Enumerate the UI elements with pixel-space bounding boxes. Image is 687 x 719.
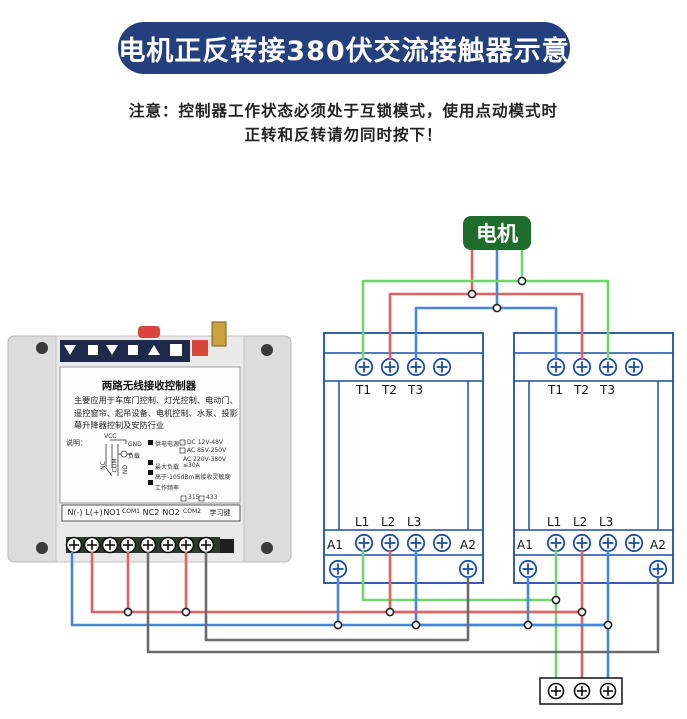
wire-red-motor-2 [472, 292, 584, 360]
c1-t1-label: T1 [356, 383, 371, 397]
c2-l2-label: L2 [573, 515, 588, 529]
controller-title: 两路无线接收控制器 [101, 380, 197, 392]
power-option-1: DC 12V-48V [187, 439, 224, 446]
terminal-label-nc2: NC2 [142, 508, 160, 517]
c2-t2-label: T2 [574, 383, 589, 397]
stop-button-icon [128, 345, 138, 355]
explain-label: 说明： [66, 439, 87, 447]
c1-a1-label: A1 [327, 538, 343, 552]
controller-terminal-block [65, 536, 220, 554]
terminal-label-n: N(-) [67, 508, 83, 517]
max-load-label: 最大负载 [155, 464, 180, 471]
arrow-down-icon [106, 345, 118, 355]
wire-red-coil [90, 552, 582, 614]
arrow-down-icon [64, 345, 76, 355]
wire-green-supply [361, 550, 558, 680]
power-option-2: AC 85V-250V [187, 447, 227, 454]
c1-t3-label: T3 [408, 383, 423, 397]
vcc-label: VCC [104, 433, 117, 440]
wire-red-motor [388, 248, 474, 360]
contactor-2 [513, 332, 674, 584]
nc-label: NC [99, 461, 107, 470]
wires [70, 248, 660, 680]
c1-l1-label: L1 [355, 515, 370, 529]
push-button-icon [170, 344, 182, 356]
junctions [123, 276, 613, 630]
terminal-label-com2: COM2 [183, 508, 201, 515]
c1-l3-label: L3 [407, 515, 422, 529]
frequency-label: 工作频率 [155, 485, 180, 492]
arrow-up-icon [148, 345, 160, 355]
power-label: 供电电源 [155, 441, 180, 448]
mount-hole [261, 344, 273, 356]
terminal-label-no2: NO2 [162, 508, 180, 517]
c2-l3-label: L3 [599, 515, 614, 529]
wire-blue-motor [414, 248, 499, 360]
c2-a1-label: A1 [517, 538, 533, 552]
gnd-label: GND [128, 441, 142, 448]
terminal-label-l: L(+) [85, 508, 103, 517]
mount-hole [36, 342, 48, 354]
terminal-label-com1: COM1 [122, 508, 140, 515]
c2-t1-label: T1 [548, 383, 563, 397]
c1-l2-label: L2 [381, 515, 396, 529]
warning-note-line2: 正转和反转请勿同时按下！ [244, 126, 443, 144]
power-option-3: AC 220V-380V [183, 456, 227, 463]
learn-button [220, 539, 234, 553]
supply-terminal-block [539, 677, 623, 705]
warning-note-line1: 注意：控制器工作状态必须处于互锁模式，使用点动模式时 [128, 102, 558, 120]
c2-a2-label: A2 [650, 538, 666, 552]
motor-label: 电机 [463, 216, 531, 250]
wire-blue-n [70, 552, 608, 627]
c2-t3-label: T3 [600, 383, 615, 397]
antenna-connector [211, 321, 227, 347]
spec-checkboxes [148, 440, 153, 485]
page-title: 电机正反转接380伏交流接触器示意 [118, 22, 570, 74]
wire-green-motor-2 [522, 279, 610, 360]
c1-t2-label: T2 [382, 383, 397, 397]
terminal-label-no1: NO1 [103, 508, 121, 517]
wire-gray-no1 [146, 552, 660, 654]
wire-blue-motor-2 [497, 306, 558, 360]
wire-green-motor [361, 248, 524, 360]
sensitivity-label: 高于-105dBm高接收灵敏度 [155, 474, 231, 481]
contactor-1 [323, 332, 484, 584]
controller-board [7, 321, 292, 563]
frequency-option-315: 315 [188, 494, 200, 501]
wire-gray-com2 [204, 552, 470, 642]
controller-description: 主要应用于车库门控制、灯光控制、电动门、遥控窗帘、起吊设备、电机控制、水泵、投影… [74, 395, 238, 430]
mount-hole [36, 542, 48, 554]
load-label: 负载 [128, 453, 141, 460]
max-load-value: ≤30A [183, 462, 200, 469]
c1-a2-label: A2 [460, 538, 476, 552]
terminal-label-learn: 学习键 [209, 509, 231, 517]
stop-button-icon [88, 345, 98, 355]
c2-l1-label: L1 [547, 515, 562, 529]
mount-hole [261, 542, 273, 554]
relay-schematic-icon [105, 439, 132, 477]
no-label: NO [122, 464, 130, 475]
frequency-option-433: 433 [206, 494, 218, 501]
relay [138, 326, 160, 338]
com-label: COM [111, 458, 119, 473]
dip-switch [192, 340, 208, 356]
